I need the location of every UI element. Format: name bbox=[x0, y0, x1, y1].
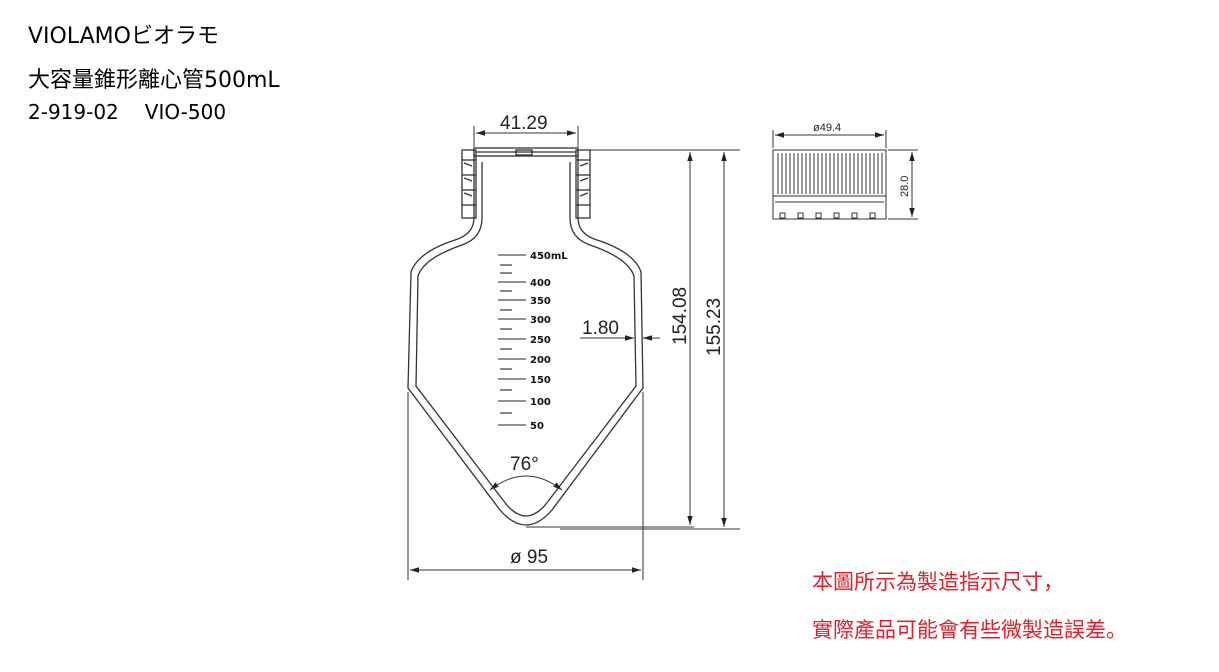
disclaimer-line-1: 本圖所示為製造指示尺寸， bbox=[812, 570, 1064, 594]
grad-label-100: 100 bbox=[530, 397, 551, 408]
product-codes: 2-919-02 VIO-500 bbox=[28, 100, 226, 124]
grad-label-150: 150 bbox=[530, 375, 551, 386]
model-number: VIO-500 bbox=[144, 100, 227, 124]
dim-body-diameter: ø 95 bbox=[510, 547, 548, 568]
graduation-scale bbox=[498, 254, 526, 426]
dimension-lines bbox=[407, 126, 740, 580]
dim-height-inner: 154.08 bbox=[670, 287, 691, 345]
grad-label-450: 450mL bbox=[530, 251, 568, 262]
brand-title: VIOLAMOビオラモ bbox=[28, 24, 219, 49]
dim-neck-width: 41.29 bbox=[500, 113, 548, 134]
grad-label-50: 50 bbox=[530, 421, 544, 432]
dim-wall-thickness: 1.80 bbox=[582, 318, 619, 339]
grad-label-350: 350 bbox=[530, 296, 551, 307]
disclaimer-line-2: 實際產品可能會有些微製造誤差。 bbox=[812, 618, 1127, 642]
cap-detail bbox=[772, 130, 918, 220]
grad-label-200: 200 bbox=[530, 355, 551, 366]
catalog-number: 2-919-02 bbox=[28, 100, 119, 124]
dim-cap-diameter: ø49.4 bbox=[813, 122, 841, 134]
grad-label-300: 300 bbox=[530, 315, 551, 326]
bottle-outline bbox=[407, 147, 644, 526]
dim-cap-height: 28.0 bbox=[899, 176, 911, 197]
grad-label-400: 400 bbox=[530, 278, 551, 289]
grad-label-250: 250 bbox=[530, 335, 551, 346]
dim-height-total: 155.23 bbox=[704, 298, 725, 356]
dim-cone-angle: 76° bbox=[510, 454, 539, 475]
graduation-labels: 450mL 400 350 300 250 200 150 100 50 bbox=[530, 251, 568, 432]
product-title: 大容量錐形離心管500mL bbox=[28, 68, 280, 93]
